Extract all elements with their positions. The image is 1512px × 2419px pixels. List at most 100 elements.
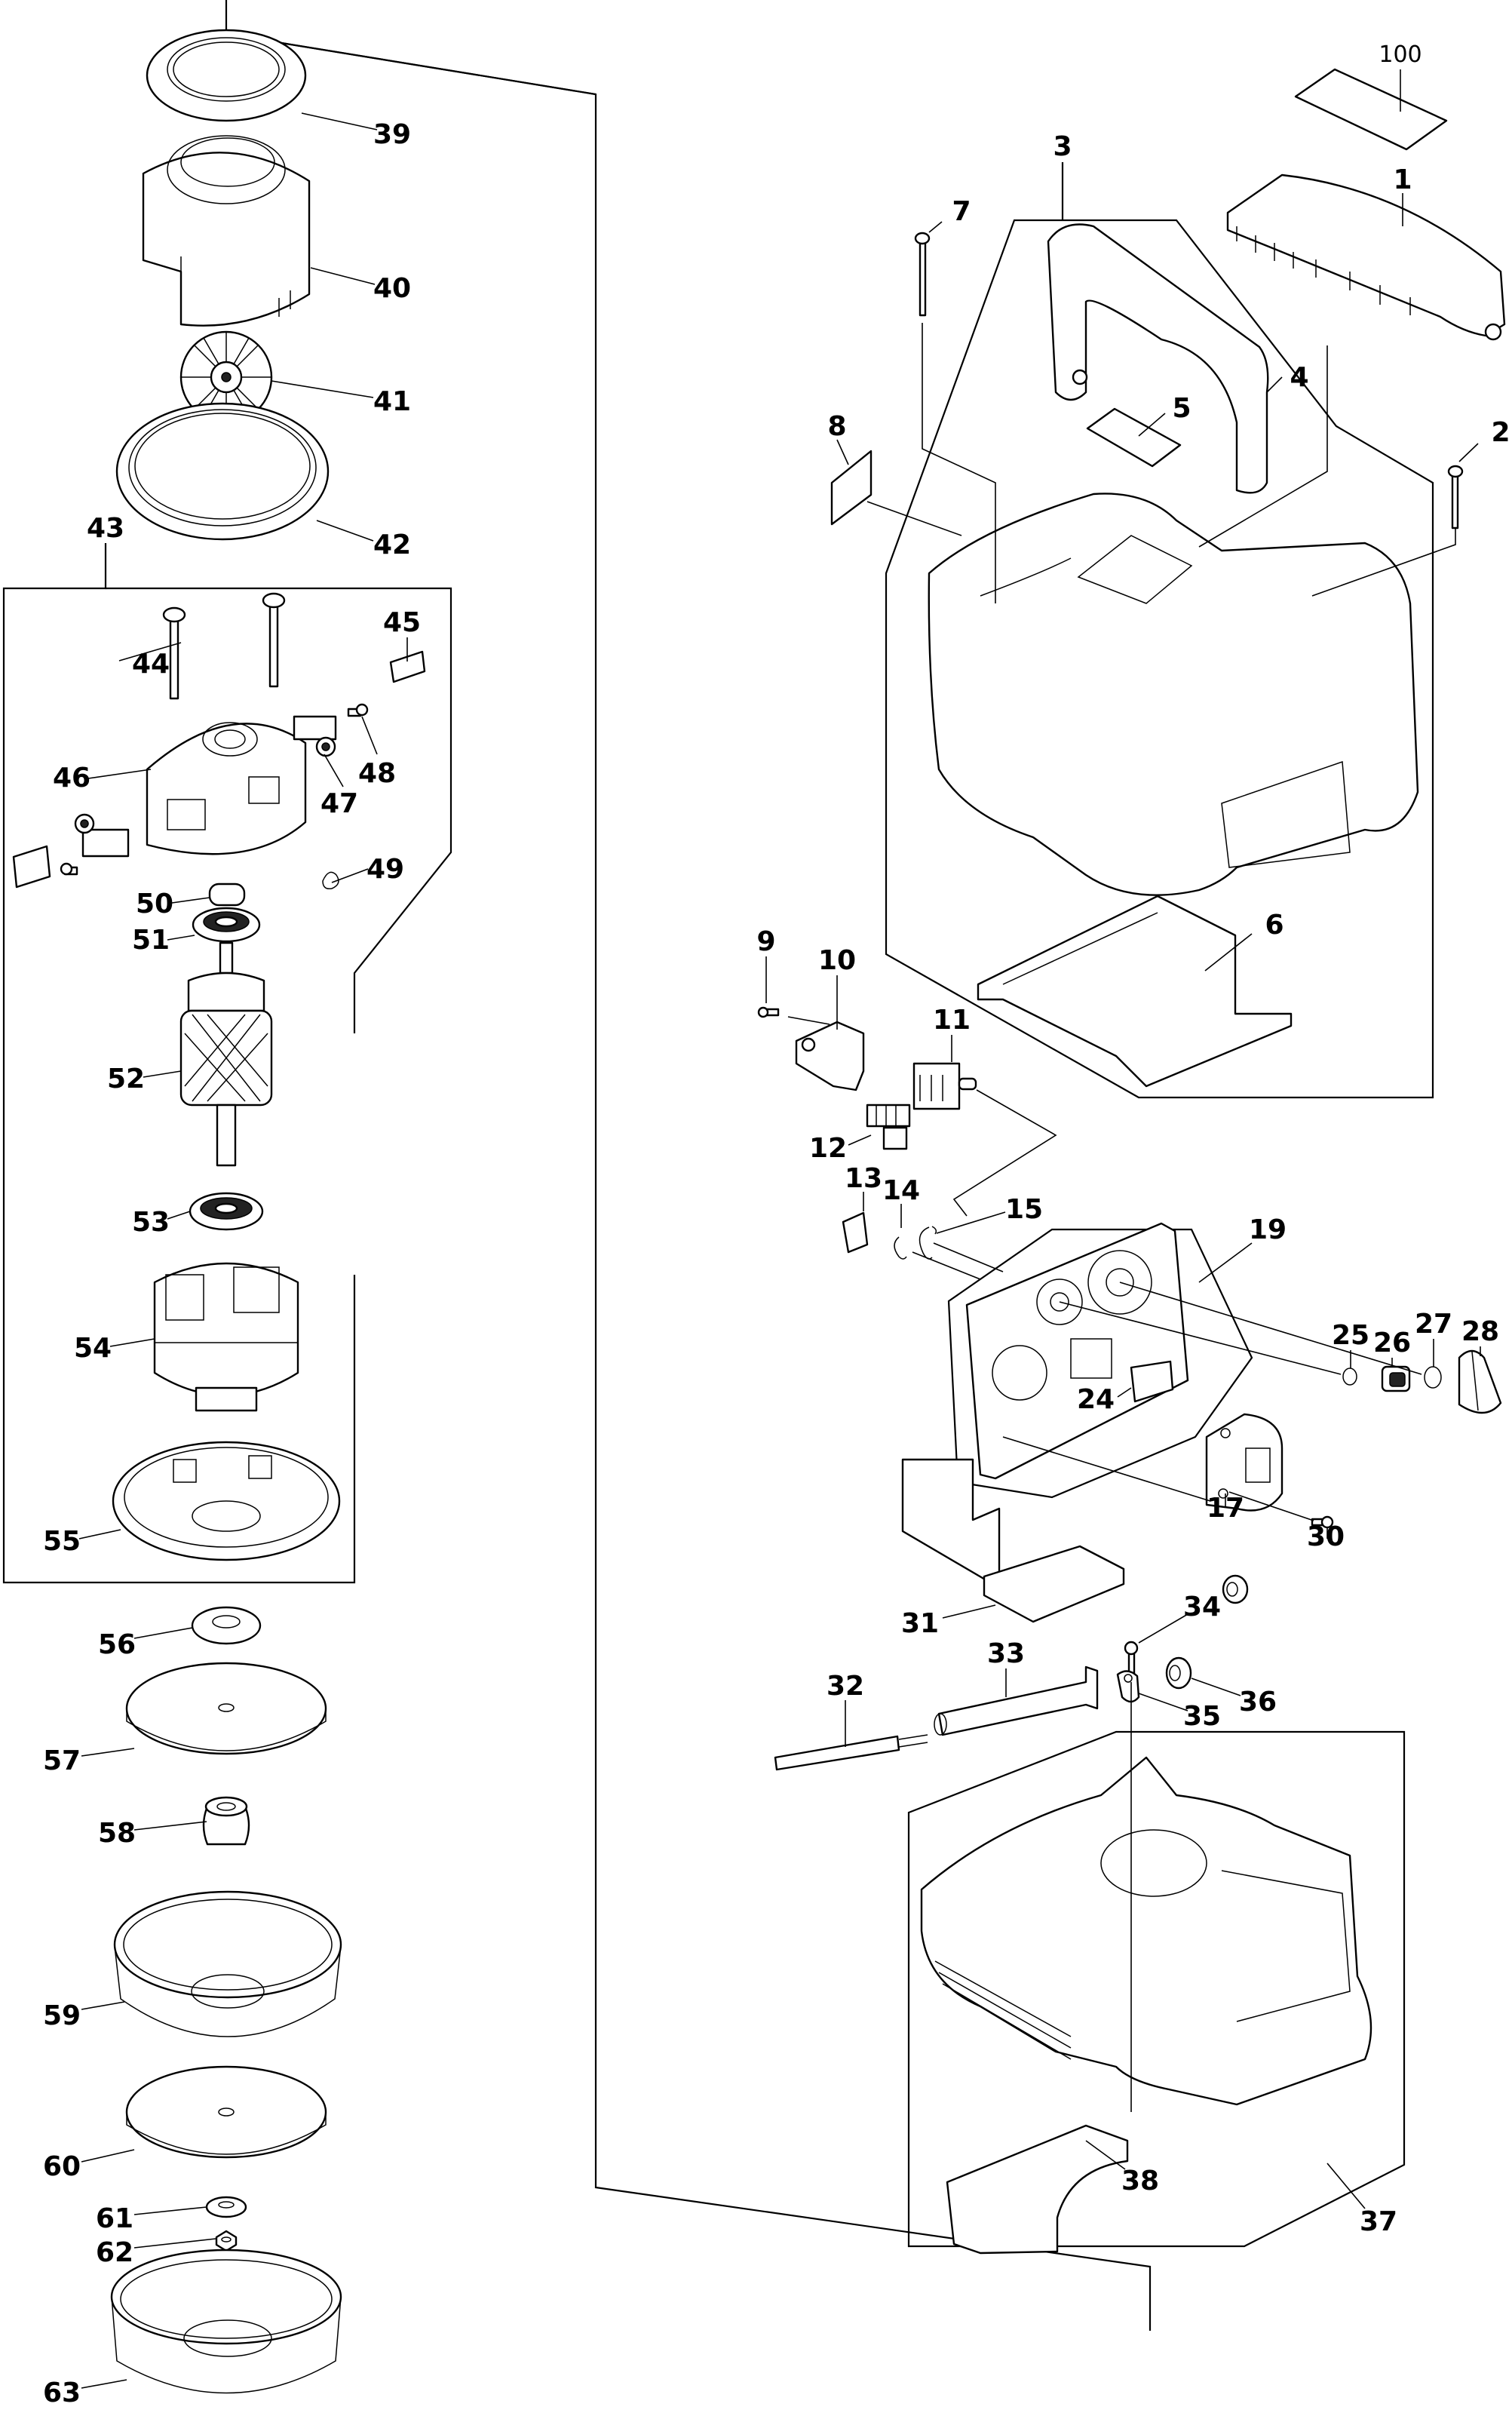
part-61-washer [205, 2196, 247, 2218]
callout-55: 55 [43, 1526, 81, 1557]
part-45-carbon-brush-second [12, 845, 51, 889]
part-9-screw [757, 1006, 780, 1018]
group-frames [2, 0, 1434, 2331]
part-19-control-panel [965, 1222, 1189, 1480]
callout-38: 38 [1121, 2166, 1159, 2196]
callout-36: 36 [1239, 1687, 1277, 1718]
callout-59: 59 [43, 2000, 81, 2031]
part-52-armature [179, 941, 273, 1167]
callout-25: 25 [1332, 1320, 1369, 1351]
callout-62: 62 [96, 2237, 133, 2268]
callout-6: 6 [1265, 910, 1284, 941]
callout-57: 57 [43, 1745, 81, 1776]
part-100-label [1294, 68, 1448, 151]
callout-27: 27 [1415, 1309, 1452, 1340]
callout-51: 51 [132, 925, 170, 956]
part-11-switch [912, 1062, 977, 1110]
part-26-small-knob [1381, 1365, 1411, 1392]
part-8-label [830, 450, 873, 526]
part-35-clamp [1116, 1670, 1140, 1703]
callout-54: 54 [74, 1333, 112, 1364]
callout-13: 13 [845, 1163, 882, 1194]
callout-15: 15 [1005, 1194, 1043, 1225]
part-47-brush-holder [293, 715, 337, 757]
callout-5: 5 [1172, 393, 1191, 424]
motor-assembly-frame-top [106, 587, 452, 1033]
callout-47: 47 [320, 788, 358, 819]
callout-41: 41 [373, 386, 411, 417]
housing-parts [757, 68, 1506, 2255]
part-36-grommet-upper [1222, 1574, 1249, 1604]
motor-column-parts [12, 29, 426, 2394]
callout-3: 3 [1053, 131, 1072, 162]
callout-50: 50 [136, 889, 173, 919]
part-49-clip [322, 871, 339, 890]
callout-12: 12 [809, 1133, 847, 1164]
main-assembly-bracket [225, 0, 1152, 2331]
part-58-spacer [202, 1796, 250, 1846]
callout-37: 37 [1360, 2206, 1397, 2237]
part-41-fan-impeller [179, 330, 273, 424]
part-36-grommet [1165, 1656, 1192, 1690]
part-59-turbine [113, 1890, 342, 2037]
callout-11: 11 [933, 1005, 971, 1036]
callout-100: 100 [1379, 41, 1422, 68]
part-54-stator [153, 1262, 299, 1412]
callout-31: 31 [901, 1608, 939, 1639]
callout-33: 33 [987, 1638, 1025, 1669]
callout-10: 10 [818, 945, 856, 976]
callout-17: 17 [1207, 1493, 1244, 1524]
part-53-bearing [189, 1192, 264, 1231]
part-1-handle-cover [1226, 173, 1506, 341]
part-45-carbon-brush [389, 650, 426, 683]
callout-30: 30 [1307, 1521, 1345, 1552]
callout-58: 58 [98, 1818, 136, 1849]
part-2-screw [1447, 465, 1464, 530]
part-6-filter-cover [977, 895, 1293, 1088]
callout-1: 1 [1393, 164, 1412, 195]
callout-43: 43 [87, 513, 124, 544]
part-17-power-socket [1205, 1413, 1284, 1512]
part-40-fan-cover [142, 135, 311, 327]
callout-14: 14 [882, 1175, 920, 1206]
callout-28: 28 [1461, 1316, 1499, 1347]
part-14-e-clip [894, 1236, 907, 1260]
part-46-brush-holder-housing [146, 722, 307, 855]
callout-45: 45 [383, 607, 421, 638]
top-cover-frame [885, 162, 1434, 1099]
part-3-top-cover [928, 493, 1419, 896]
part-62-nut [215, 2230, 238, 2252]
part-39-gasket-ring [146, 29, 307, 122]
callout-9: 9 [756, 926, 775, 957]
part-47-brush-holder-second [74, 813, 130, 858]
part-56-hub-washer [191, 1606, 262, 1645]
part-25-o-ring [1342, 1368, 1357, 1386]
part-10-switch-bracket [795, 1021, 865, 1091]
callout-61: 61 [96, 2203, 133, 2234]
part-27-o-ring [1424, 1366, 1442, 1389]
part-13-pcb-plate [842, 1211, 869, 1254]
part-51-bearing [192, 907, 261, 943]
callout-24: 24 [1077, 1384, 1115, 1415]
part-24-label [1130, 1360, 1174, 1403]
callout-63: 63 [43, 2378, 81, 2408]
callout-34: 34 [1183, 1592, 1221, 1622]
part-50-wave-washer [208, 883, 246, 907]
callout-19: 19 [1249, 1214, 1287, 1245]
callout-42: 42 [373, 530, 411, 560]
callout-39: 39 [373, 119, 411, 150]
callout-2: 2 [1491, 417, 1510, 448]
part-33-tube [934, 1665, 1099, 1736]
part-4-carry-handle [1047, 223, 1269, 494]
callout-53: 53 [132, 1207, 170, 1238]
part-55-motor-base [112, 1441, 341, 1561]
callout-7: 7 [952, 196, 971, 227]
base-housing-frame [907, 1730, 1406, 2248]
callout-48: 48 [358, 758, 396, 789]
part-42-seal-ring [115, 402, 330, 541]
callout-44: 44 [132, 649, 170, 680]
callout-26: 26 [1373, 1328, 1411, 1358]
motor-assembly-frame [2, 543, 356, 1584]
leader-lines [78, 69, 1481, 2389]
